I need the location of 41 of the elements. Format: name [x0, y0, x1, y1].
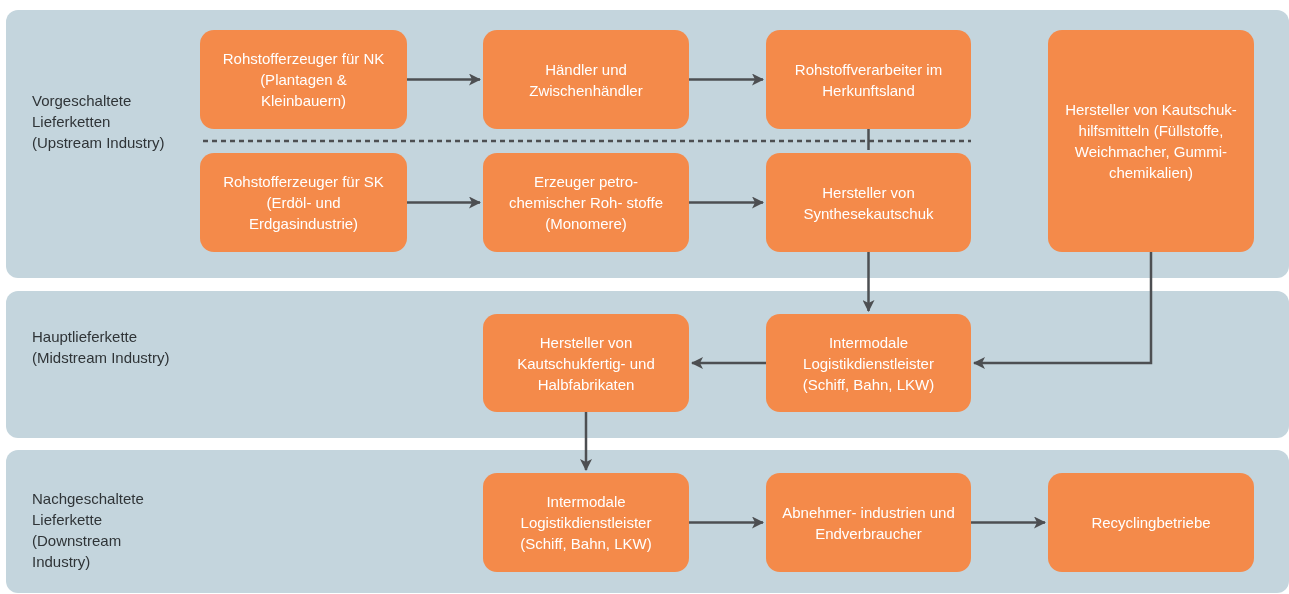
box-label: Rohstofferzeuger für NK (Plantagen & Kleinbauern): [221, 49, 386, 111]
process-box: [200, 30, 407, 129]
process-box: [766, 314, 971, 412]
stage-label: Nachgeschaltete Lieferkette (Downstream Industry): [32, 489, 145, 572]
process-box: [483, 473, 689, 572]
stage-band: [6, 291, 1289, 438]
process-box: [1048, 473, 1254, 572]
arrow: [862, 252, 875, 312]
box-label: Abnehmer- industrien und Endverbraucher: [782, 502, 955, 544]
process-box: [483, 153, 689, 252]
box-label: Rohstoffverarbeiter im Herkunftsland: [793, 59, 944, 101]
box-label: Recyclingbetriebe: [1091, 513, 1211, 533]
arrow: [689, 73, 764, 86]
process-box: [766, 30, 971, 129]
arrow: [971, 516, 1046, 529]
process-box: [483, 30, 689, 129]
box-label: Intermodale Logistikdienstleister (Schiff, Bahn, LKW): [519, 492, 653, 554]
arrow: [973, 252, 1153, 369]
box-label: Erzeuger petro- chemischer Roh- stoffe (Monomere): [508, 172, 664, 234]
arrow: [580, 412, 592, 471]
stage-label: Vorgeschaltete Lieferketten (Upstream Industry): [32, 91, 166, 153]
box-label: Hersteller von Synthesekautschuk: [802, 182, 935, 224]
box-label: Rohstofferzeuger für SK (Erdöl- und Erdgasindustrie): [222, 172, 385, 234]
box-label: Intermodale Logistikdienstleister (Schiff, Bahn, LKW): [801, 332, 936, 395]
arrow: [689, 516, 764, 529]
stage-label: Hauptlieferkette (Midstream Industry): [32, 327, 171, 368]
process-box: [766, 153, 971, 252]
connector-line: [867, 129, 870, 150]
arrow: [407, 196, 481, 209]
arrow: [407, 73, 481, 86]
process-box: [1048, 30, 1254, 252]
stage-band: [6, 10, 1289, 278]
stage-band: [6, 450, 1289, 593]
box-label: Hersteller von Kautschukfertig- und Halbfabrikaten: [516, 332, 656, 395]
box-label: Hersteller von Kautschuk- hilfsmitteln (Füllstoffe, Weichmacher, Gummi- chemikalien): [1064, 100, 1238, 183]
arrow: [691, 357, 766, 369]
process-box: [483, 314, 689, 412]
process-box: [766, 473, 971, 572]
box-label: Händler und Zwischenhändler: [528, 59, 644, 101]
process-box: [200, 153, 407, 252]
arrow: [689, 196, 764, 209]
